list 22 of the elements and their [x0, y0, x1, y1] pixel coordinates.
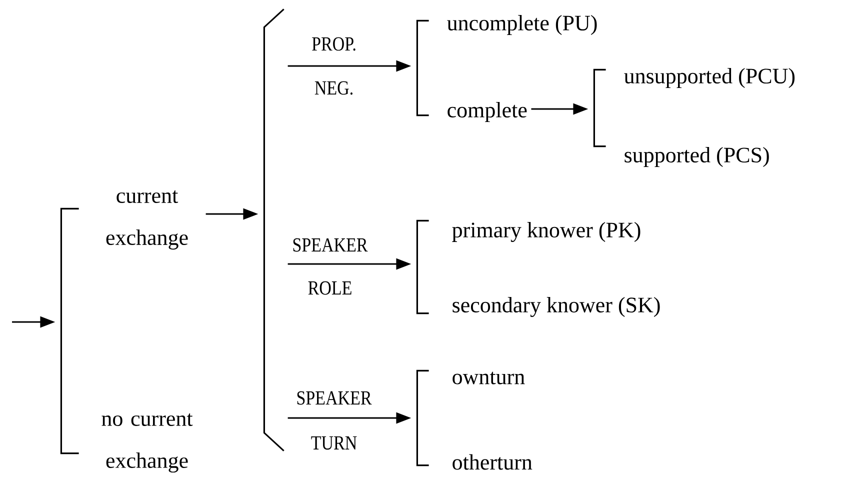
system-bracket	[416, 220, 429, 314]
feature-label: unsupported (PCU)	[624, 68, 795, 88]
feature-label: secondary knower (SK)	[452, 297, 660, 317]
system-name: PROP.	[312, 37, 356, 51]
curly-brace	[263, 8, 284, 452]
system-bracket	[60, 208, 79, 454]
system-name: NEG.	[314, 81, 352, 95]
feature-label: complete	[448, 102, 527, 122]
system-name: SPEAKER	[293, 238, 368, 252]
system-name: TURN	[311, 436, 357, 450]
system-bracket	[416, 20, 429, 116]
feature-label: supported (PCS)	[624, 147, 769, 167]
feature-label: primary knower (PK)	[452, 222, 640, 242]
system-bracket	[593, 68, 606, 148]
feature-label: otherturn	[452, 454, 532, 470]
feature-label: uncomplete (PU)	[447, 15, 597, 35]
feature-label: no current exchange	[102, 413, 193, 473]
feature-label: ownturn	[452, 372, 525, 384]
feature-label: current exchange	[106, 190, 188, 250]
system-bracket	[416, 370, 429, 466]
system-name: SPEAKER	[297, 391, 372, 405]
system-name: ROLE	[308, 281, 352, 295]
